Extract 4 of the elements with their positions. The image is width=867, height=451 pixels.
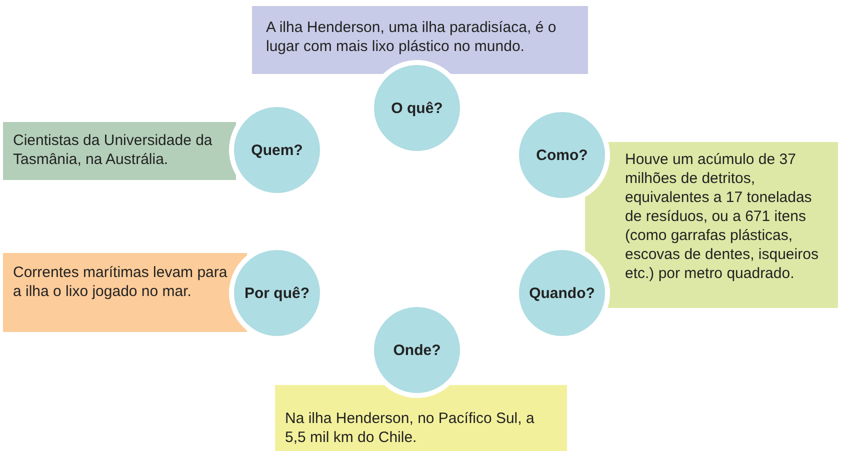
answer-box: Cientistas da Universidade da Tasmânia, na Austrália. bbox=[3, 122, 236, 180]
answer-box: A ilha Henderson, uma ilha paradisíaca, é o lugar com mais lixo plástico no mundo. bbox=[252, 6, 588, 74]
answer-box: Na ilha Henderson, no Pacífico Sul, a 5,5 mil km do Chile. bbox=[275, 385, 567, 451]
answer-box: Correntes marítimas levam para a ilha o lixo jogado no mar. bbox=[3, 253, 247, 332]
